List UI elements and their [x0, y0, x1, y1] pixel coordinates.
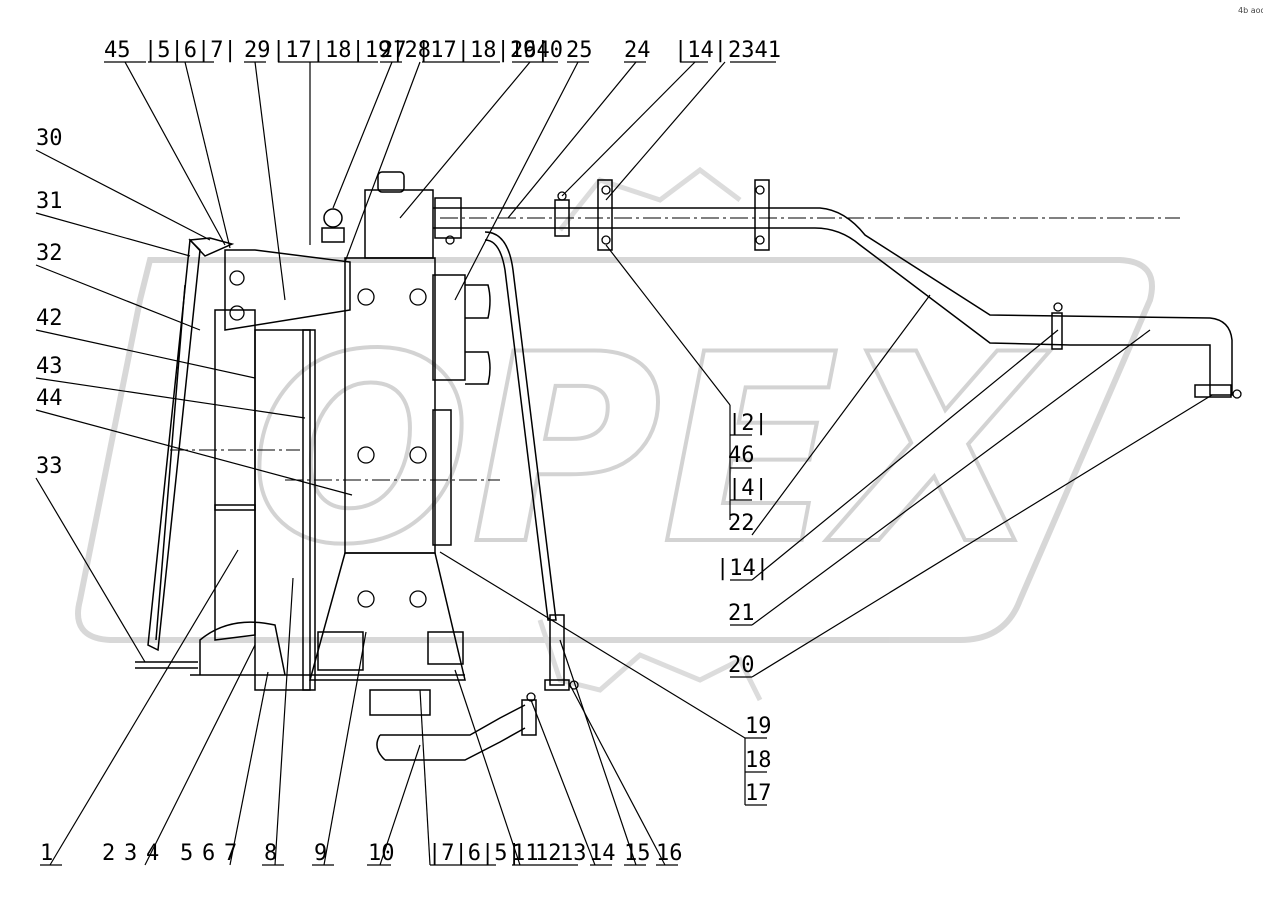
callout-27: 27 — [380, 38, 407, 63]
corner-mark: 4b aoo — [1238, 6, 1263, 15]
callout-3: 3 — [124, 841, 137, 866]
callout-11: 11 — [512, 841, 539, 866]
watermark-text: OPEX — [250, 300, 1050, 602]
callout-17: 17 — [745, 781, 772, 806]
callout-44: 44 — [36, 386, 63, 411]
callout-2640: 2640 — [510, 38, 563, 63]
callout-45: 45 — [104, 38, 131, 63]
callout-18: 18 — [745, 748, 772, 773]
callout-22: 22 — [728, 511, 755, 536]
callout-17-18-19-b: |17|18|19| — [417, 38, 549, 63]
callout-20: 20 — [728, 653, 755, 678]
callout-4: 4 — [146, 841, 159, 866]
callout-29: 29 — [244, 38, 271, 63]
callout-7-6-5: |7|6|5| — [428, 841, 521, 866]
callout-2: |2| — [728, 411, 768, 436]
bottom-callouts: 1 2 3 4 5 6 7 8 9 10 |7|6|5| 11 12 13 14… — [40, 841, 683, 866]
callout-7: 7 — [224, 841, 237, 866]
callout-13: 13 — [560, 841, 587, 866]
callout-30: 30 — [36, 126, 63, 151]
callout-25: 25 — [566, 38, 593, 63]
callout-8: 8 — [264, 841, 277, 866]
callout-9: 9 — [314, 841, 327, 866]
callout-42: 42 — [36, 306, 63, 331]
callout-16: 16 — [656, 841, 683, 866]
callout-1: 1 — [40, 841, 53, 866]
callout-2: 2 — [102, 841, 115, 866]
left-callouts: 30 31 32 42 43 44 33 — [36, 126, 63, 479]
callout-15: 15 — [624, 841, 651, 866]
callout-19: 19 — [745, 714, 772, 739]
leader-lines — [35, 61, 1213, 866]
right-callouts: |2| 46 |4| 22 |14| 21 20 19 18 17 — [716, 411, 772, 806]
callout-33: 33 — [36, 454, 63, 479]
callout-6: 6 — [202, 841, 215, 866]
callout-14-top: |14| — [674, 38, 727, 63]
callout-21: 21 — [728, 601, 755, 626]
callout-14-bottom: 14 — [589, 841, 616, 866]
callout-4: |4| — [728, 476, 768, 501]
top-callouts: 45 |5|6|7| 29 |17|18|19|28 27 |17|18|19|… — [104, 38, 781, 63]
callout-32: 32 — [36, 241, 63, 266]
callout-10: 10 — [368, 841, 395, 866]
callout-31: 31 — [36, 189, 63, 214]
callout-14-right: |14| — [716, 556, 769, 581]
callout-5: 5 — [180, 841, 193, 866]
callout-12: 12 — [535, 841, 562, 866]
callout-2341: 2341 — [728, 38, 781, 63]
callout-17-18-19-28: |17|18|19|28 — [272, 38, 431, 63]
callout-46: 46 — [728, 443, 755, 468]
callout-24: 24 — [624, 38, 651, 63]
callout-5-6-7: |5|6|7| — [144, 38, 237, 63]
callout-43: 43 — [36, 354, 63, 379]
center-lines — [170, 217, 1180, 610]
